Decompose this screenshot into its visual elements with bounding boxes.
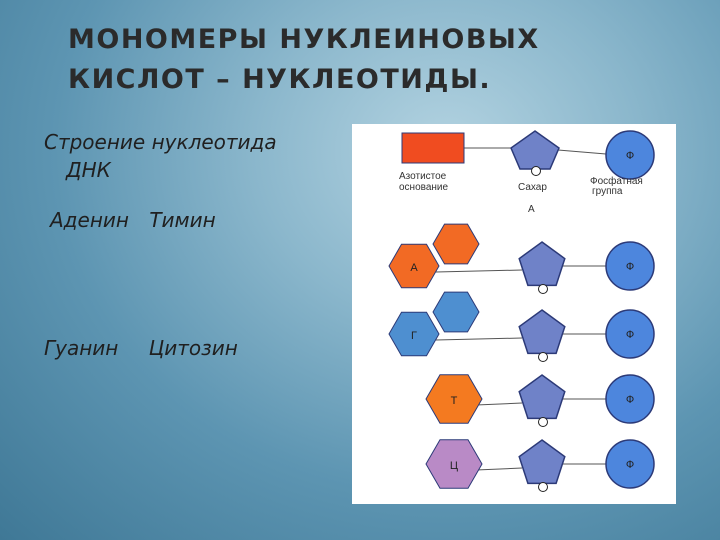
legend-base-label-line1: Азотистое <box>399 171 447 182</box>
legend-sugar-label: Сахар <box>518 182 547 193</box>
title-line-2: КИСЛОТ – НУКЛЕОТИДЫ. <box>68 64 492 95</box>
sugar-pentagon <box>518 309 566 355</box>
connector-base-sugar <box>435 269 523 273</box>
base-ring <box>425 439 483 489</box>
base-letter: Т <box>451 395 458 407</box>
sugar-pentagon <box>518 241 566 287</box>
legend-phosphate-label-line2: группа <box>592 186 623 197</box>
sugar-pentagon <box>518 374 566 420</box>
label-thymine: Тимин <box>149 208 216 232</box>
sugar-oxygen <box>538 482 548 492</box>
base-letter: Г <box>411 330 417 342</box>
legend-connector-2 <box>557 149 607 155</box>
phosphate-circle <box>605 374 655 424</box>
base-letter: А <box>410 262 418 274</box>
phosphate-circle <box>605 241 655 291</box>
phosphate-letter: Ф <box>626 261 634 273</box>
base-ring-1 <box>388 311 440 357</box>
base-ring-1 <box>388 243 440 289</box>
sugar-oxygen <box>538 417 548 427</box>
subtitle-line-2: ДНК <box>66 158 111 182</box>
phosphate-circle <box>605 309 655 359</box>
connector-base-sugar <box>475 467 523 471</box>
slide-title: МОНОМЕРЫ НУКЛЕИНОВЫХ КИСЛОТ – НУКЛЕОТИДЫ… <box>68 20 688 100</box>
pair-guanine-cytosine: Гуанин Цитозин <box>44 336 238 360</box>
subtitle-line-1: Строение нуклеотида <box>44 130 277 154</box>
legend-row: Ф Азотистое основание Сахар Фосфатная гр… <box>399 130 655 215</box>
connector-base-sugar <box>475 402 523 406</box>
base-ring-2 <box>432 291 480 333</box>
label-cytosine: Цитозин <box>148 336 238 360</box>
label-adenine: Аденин <box>50 208 129 232</box>
base-ring <box>425 374 483 424</box>
connector-base-sugar <box>435 337 523 341</box>
legend-phosphate-circle <box>605 130 655 180</box>
phosphate-circle <box>605 439 655 489</box>
phosphate-letter: Ф <box>626 394 634 406</box>
legend-phosphate-label-line1: Фосфатная <box>590 175 643 187</box>
sugar-oxygen <box>538 352 548 362</box>
legend-sugar-pentagon <box>510 130 560 170</box>
nitrogenous-base-rect <box>401 132 465 164</box>
phosphate-letter: Ф <box>626 459 634 471</box>
legend-base-label-line2: основание <box>399 182 449 193</box>
sugar-oxygen <box>538 284 548 294</box>
legend-under-label: А <box>528 204 535 215</box>
label-guanine: Гуанин <box>44 336 119 360</box>
legend-phosphate-letter: Ф <box>626 150 634 162</box>
nucleotide-diagram: Ф Азотистое основание Сахар Фосфатная гр… <box>352 124 676 504</box>
base-ring-2 <box>432 223 480 265</box>
phosphate-letter: Ф <box>626 329 634 341</box>
base-letter: Ц <box>450 460 458 472</box>
title-line-1: МОНОМЕРЫ НУКЛЕИНОВЫХ <box>68 24 540 55</box>
subtitle: Строение нуклеотида ДНК <box>44 128 277 184</box>
pair-adenine-thymine: Аденин Тимин <box>50 208 216 232</box>
sugar-pentagon <box>518 439 566 485</box>
legend-sugar-oxygen <box>531 166 541 176</box>
nucleotide-diagram-svg: Ф Азотистое основание Сахар Фосфатная гр… <box>388 130 655 492</box>
